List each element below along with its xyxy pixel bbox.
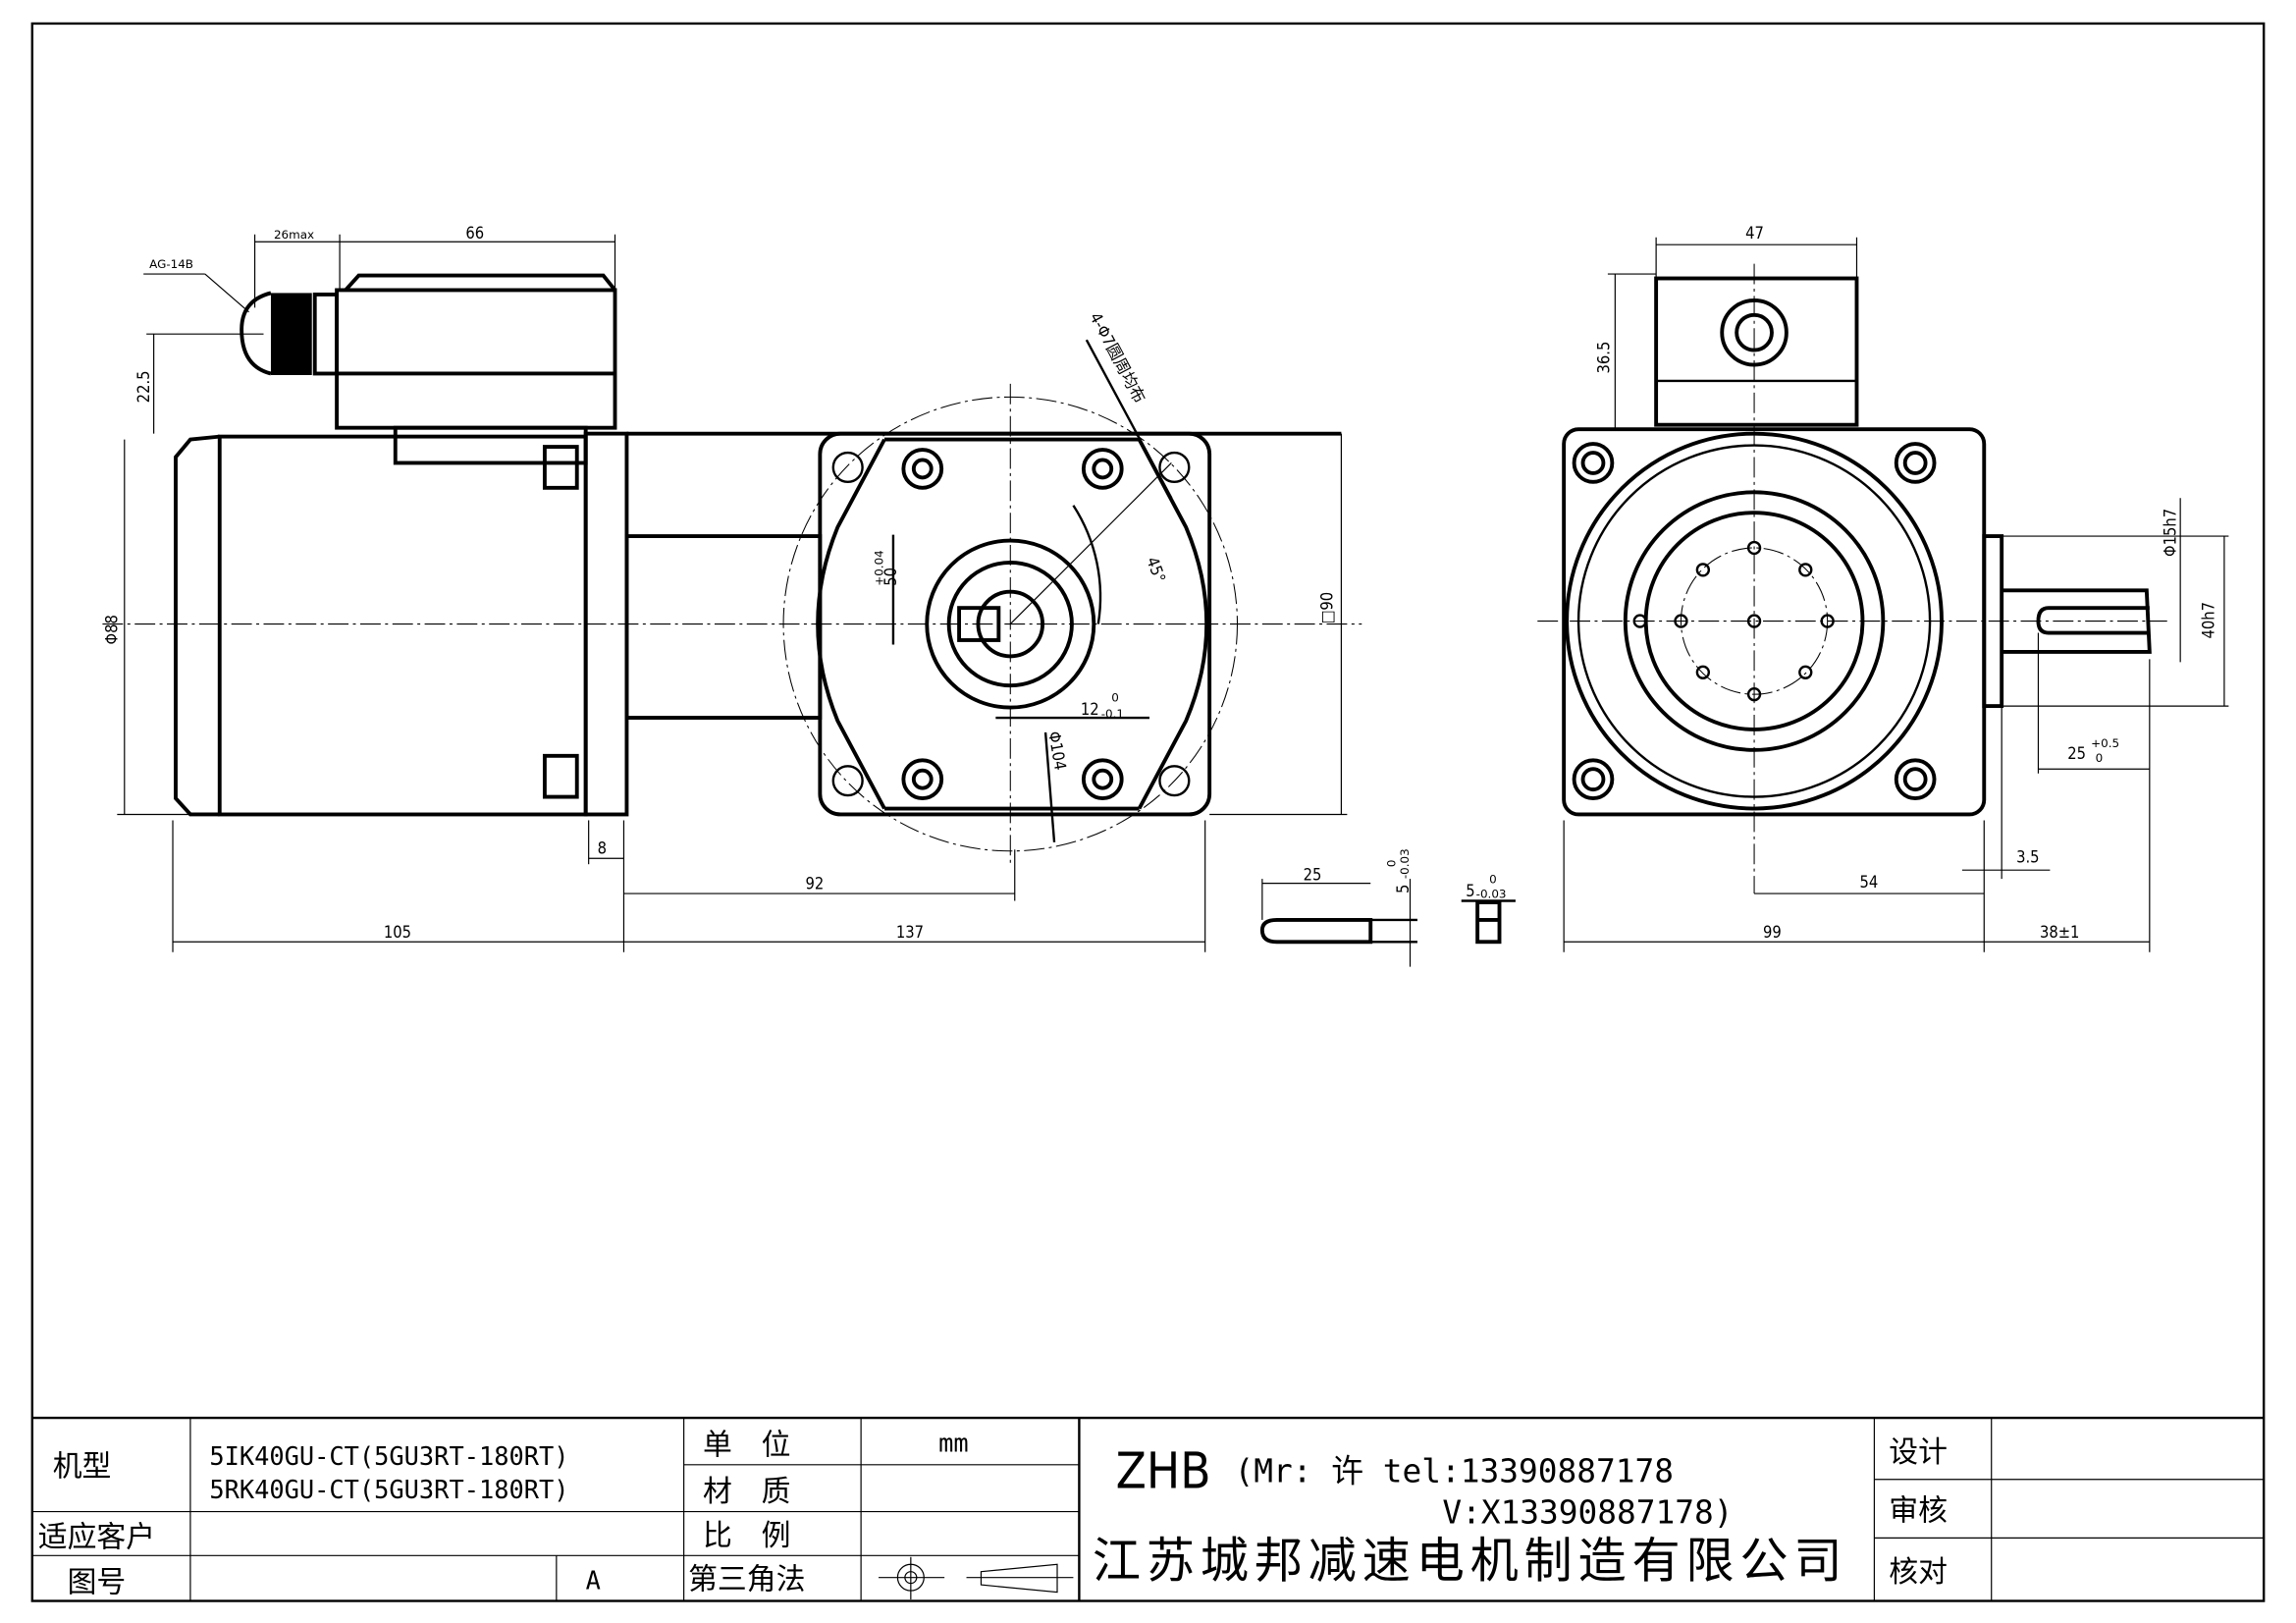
dim-key-w-tol-low-side: -0.03 (1398, 848, 1412, 879)
dim-boss-thk: 3.5 (2016, 848, 2039, 867)
label-cable-gland: AG-14B (149, 257, 193, 271)
drawing-border (30, 22, 2266, 1602)
dim-gland-len: 26max (274, 228, 314, 242)
dim-shaft-len: 38±1 (2040, 923, 2080, 942)
label-design: 设计 (1889, 1435, 1948, 1470)
dim-slot-len: 25 (2067, 744, 2086, 763)
dim-key-h-tol-up: 0 (1111, 691, 1119, 705)
dim-square: □90 (1317, 592, 1336, 624)
dim-key-w-tol-low: -0.03 (1476, 888, 1507, 901)
label-material: 材 质 (703, 1475, 790, 1509)
dim-key-h-tol-low: -0.1 (1101, 707, 1124, 721)
dim-angle: 45° (1143, 555, 1169, 585)
dim-key-w: 5 (1466, 882, 1474, 900)
label-check: 核对 (1889, 1555, 1948, 1590)
dim-box-height: 22.5 (134, 370, 153, 403)
key-detail (1259, 879, 1516, 967)
dim-box-width: 47 (1745, 224, 1764, 243)
title-block (31, 1416, 2265, 1601)
dim-boss-dia: 40h7 (2199, 602, 2217, 639)
dim-pilot-tol: +0.04 (873, 550, 886, 586)
mounting-holes (831, 448, 1191, 801)
unit-value: mm (938, 1428, 969, 1457)
dim-slot-tol-low: 0 (2096, 751, 2104, 765)
label-scale: 比 例 (703, 1519, 790, 1553)
front-view (1537, 237, 2229, 952)
label-projection: 第三角法 (688, 1563, 805, 1597)
dim-key-h: 12 (1081, 700, 1099, 719)
dim-center-off: 54 (1859, 873, 1878, 892)
dim-key-w-tol-up-side: 0 (1385, 860, 1399, 868)
dim-box-len: 66 (465, 224, 484, 243)
label-model: 机型 (53, 1450, 112, 1485)
side-view (102, 234, 1362, 952)
dim-key-len: 25 (1304, 866, 1322, 885)
contact-line-2: V:X13390887178) (1442, 1493, 1733, 1531)
dim-slot-tol-up: +0.5 (2091, 736, 2119, 750)
dim-key-w-side: 5 (1394, 885, 1413, 893)
revision: A (586, 1566, 601, 1596)
label-review: 审核 (1889, 1493, 1948, 1528)
dim-gear-len: 137 (896, 923, 924, 942)
bolt-holes (1572, 442, 1937, 801)
label-unit: 单 位 (703, 1428, 790, 1462)
dim-body-width: 99 (1763, 923, 1782, 942)
projection-symbol (879, 1556, 1074, 1600)
brand: ZHB (1116, 1442, 1211, 1500)
dim-pilot: 50 (881, 568, 900, 586)
dim-shaft-pos: 92 (805, 875, 824, 893)
model-1: 5IK40GU-CT(5GU3RT-180RT) (209, 1441, 568, 1471)
model-2: 5RK40GU-CT(5GU3RT-180RT) (209, 1475, 568, 1504)
dim-box-h2: 36.5 (1594, 342, 1613, 374)
label-drawing-no: 图号 (68, 1566, 127, 1600)
dim-motor-dia: Φ88 (102, 615, 121, 644)
contact-line-1: (Mr: 许 tel:13390887178 (1235, 1453, 1674, 1490)
company-name: 江苏城邦减速电机制造有限公司 (1093, 1533, 1842, 1590)
label-customer: 适应客户 (38, 1520, 155, 1554)
dim-key-w-tol-up: 0 (1489, 873, 1497, 887)
dim-flange-thk: 8 (598, 839, 607, 858)
dim-motor-len: 105 (384, 923, 411, 942)
dim-shaft-dia: Φ15h7 (2162, 509, 2180, 557)
